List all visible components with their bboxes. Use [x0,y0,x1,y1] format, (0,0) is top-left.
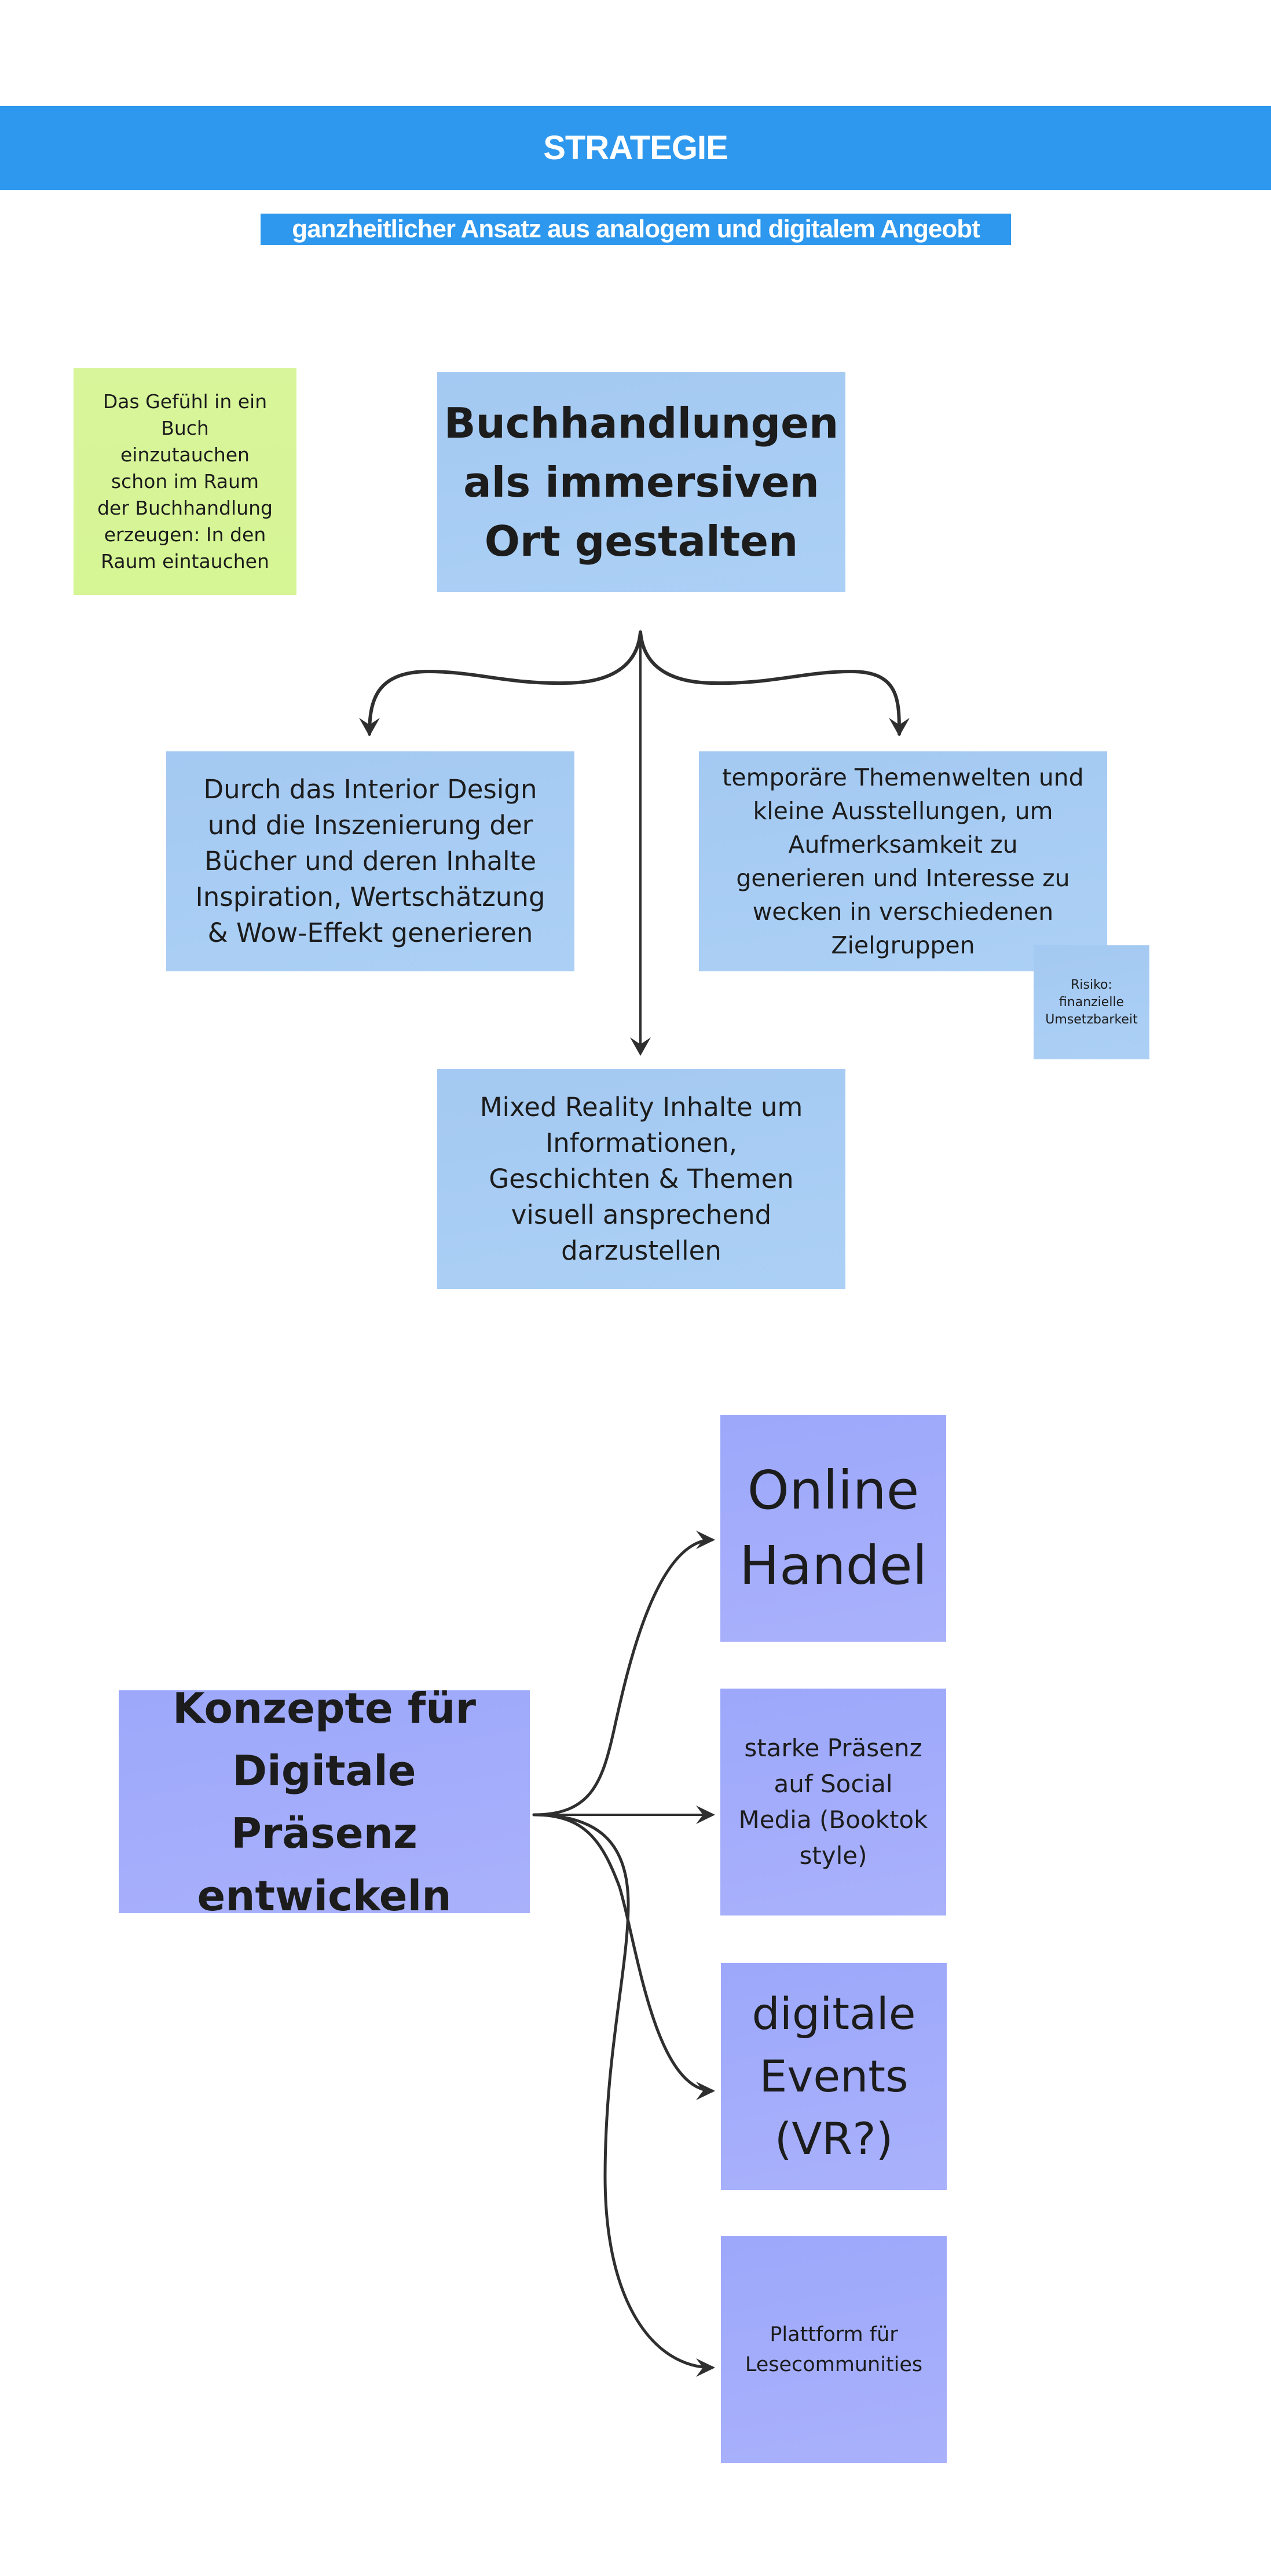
sticky-note-immersion[interactable]: Das Gefühl in ein Buch einzutauchen scho… [74,368,296,595]
arrowhead-digitale-events [696,2082,715,2100]
sticky-online-handel-text: Online Handel [739,1459,928,1597]
page-title: STRATEGIE [543,129,728,167]
arrowhead-social-media [696,1806,715,1824]
sticky-social-media-text: starke Präsenz auf Social Media (Booktok… [738,1734,928,1870]
sticky-lesecommunities-text: Plattform für Lesecommunities [745,2323,923,2376]
sticky-mixed-reality[interactable]: Mixed Reality Inhalte um Informationen, … [437,1069,845,1289]
sticky-themenwelten-text: temporäre Themenwelten und kleine Ausste… [722,764,1084,959]
sticky-digitale-events[interactable]: digitale Events (VR?) [721,1963,947,2190]
sticky-main-immersive-place[interactable]: Buchhandlungen als immersiven Ort gestal… [437,372,845,592]
sticky-risk[interactable]: Risiko: finanzielle Umsetzbarkeit [1034,945,1149,1059]
sticky-main-digital-presence-text: Konzepte für Digitale Präsenz entwickeln [173,1683,476,1920]
connector-to-lesecommunities [532,1813,714,2369]
arrowhead-mixed-reality [630,1037,651,1056]
sticky-social-media[interactable]: starke Präsenz auf Social Media (Booktok… [720,1689,946,1916]
sticky-main-digital-presence[interactable]: Konzepte für Digitale Präsenz entwickeln [119,1684,530,1920]
connector-to-themenwelten [639,630,901,736]
sticky-digitale-events-text: digitale Events (VR?) [752,1988,916,2164]
arrowhead-interior-design [359,718,380,736]
sticky-note-immersion-text: Das Gefühl in ein Buch einzutauchen scho… [97,390,273,573]
sticky-main-immersive-place-text: Buchhandlungen als immersiven Ort gestal… [444,399,839,566]
subtitle-highlight[interactable]: ganzheitlicher Ansatz aus analogem und d… [261,214,1011,245]
sticky-themenwelten[interactable]: temporäre Themenwelten und kleine Ausste… [699,751,1107,971]
sticky-mixed-reality-text: Mixed Reality Inhalte um Informationen, … [479,1092,803,1266]
arrowhead-online-handel [696,1531,715,1549]
connector-to-online-handel [532,1538,714,1817]
sticky-interior-design-text: Durch das Interior Design und die Inszen… [195,774,545,948]
sticky-risk-text: Risiko: finanzielle Umsetzbarkeit [1045,977,1138,1027]
header-bar: STRATEGIE [0,106,1271,190]
connector-to-digitale-events [532,1813,714,2093]
arrowhead-themenwelten [889,718,910,736]
arrowhead-lesecommunities [696,2358,715,2377]
sticky-interior-design[interactable]: Durch das Interior Design und die Inszen… [166,751,574,971]
sticky-online-handel[interactable]: Online Handel [720,1415,946,1642]
connector-to-interior-design [368,630,642,736]
sticky-lesecommunities[interactable]: Plattform für Lesecommunities [721,2236,947,2463]
